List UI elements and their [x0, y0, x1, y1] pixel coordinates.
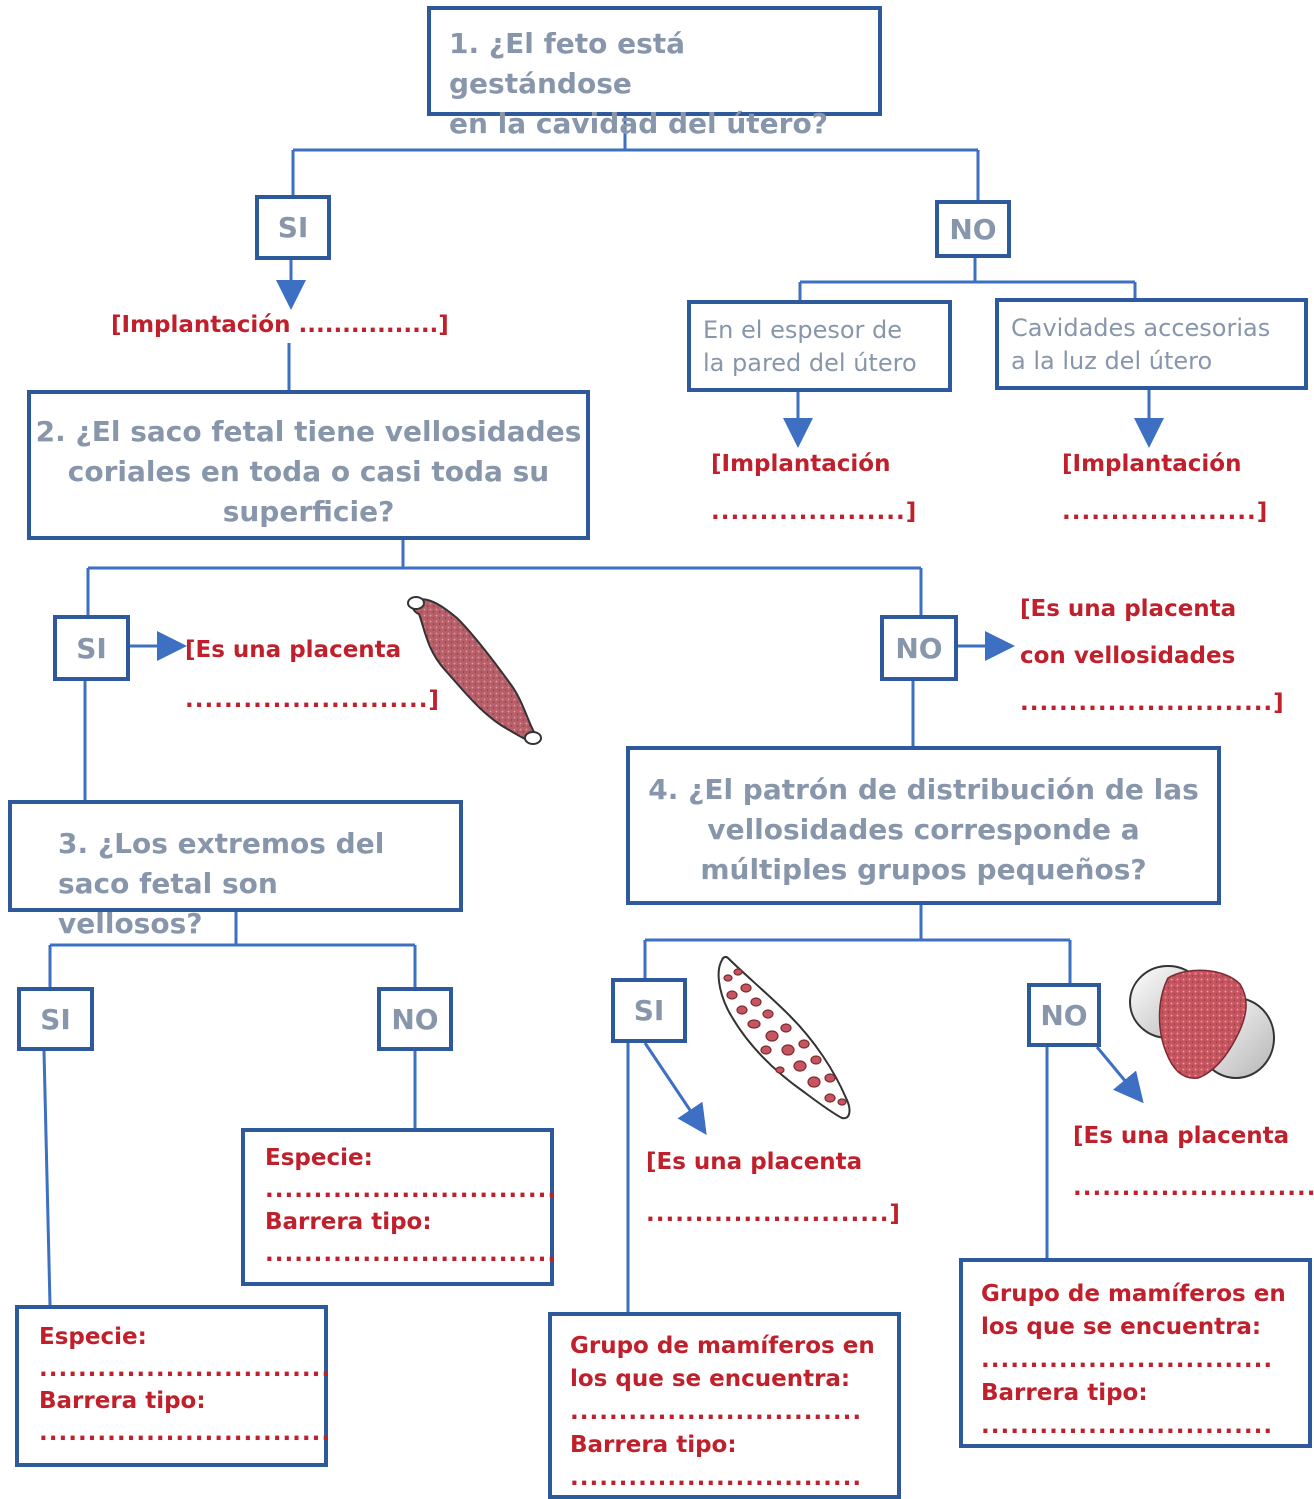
q1-no-box: NO — [935, 200, 1011, 258]
q2-no-box: NO — [880, 615, 958, 681]
fill-box-q4-no-group-dots: .............................. — [981, 1347, 1274, 1373]
q4-no-box: NO — [1027, 983, 1101, 1047]
diffuse-placenta-icon — [407, 596, 542, 745]
option-uterine-wall-line-1: En el espesor de — [703, 316, 903, 344]
q3-yes-box: SI — [17, 987, 94, 1051]
fill-box-q3-si-barrier-label: Barrera tipo: — [39, 1388, 206, 1414]
option-uterine-wall-line-2: la pared del útero — [703, 349, 917, 377]
implantation-answer-si: [Implantación ................] — [111, 312, 449, 338]
question-3-line-1: 3. ¿Los extremos del — [58, 827, 385, 860]
q3-no-box: NO — [377, 987, 453, 1051]
fill-box-q4-si-barrier-dots: .............................. — [570, 1465, 863, 1491]
question-3-box: 3. ¿Los extremos del saco fetal son vell… — [8, 800, 463, 940]
q4-yes-box: SI — [611, 978, 687, 1043]
question-2-box: 2. ¿El saco fetal tiene vellosidades cor… — [27, 390, 590, 540]
implantation-answer-wall-line-1: [Implantación — [711, 451, 891, 477]
fill-box-q3-no-species-dots: .............................. — [265, 1177, 558, 1203]
question-1-line-2: en la cavidad del útero? — [449, 107, 828, 140]
placenta-answer-q2-no: [Es una placenta con vellosidades ......… — [1020, 586, 1285, 727]
fill-box-q3-si-species-dots: .............................. — [39, 1356, 332, 1382]
fill-box-q4-no: Grupo de mamíferos en los que se encuent… — [959, 1258, 1312, 1448]
question-4-line-2: vellosidades corresponde a — [707, 813, 1140, 846]
question-2-line-2: coriales en toda o casi toda su — [67, 455, 550, 488]
placenta-answer-q2-no-line-2: con vellosidades — [1020, 643, 1236, 669]
fill-box-q4-no-barrier-dots: .............................. — [981, 1413, 1274, 1439]
fill-box-q4-no-group-label-1: Grupo de mamíferos en — [981, 1281, 1286, 1307]
placenta-answer-q4-si: [Es una placenta .......................… — [646, 1136, 901, 1240]
placenta-answer-q2-si-line-2: .........................] — [185, 687, 440, 713]
fill-box-q4-no-group-label-2: los que se encuentra: — [981, 1314, 1262, 1340]
placenta-answer-q4-si-line-2: .........................] — [646, 1201, 901, 1227]
implantation-answer-cavities-line-2: ....................] — [1062, 499, 1269, 525]
fill-box-q4-si-barrier-label: Barrera tipo: — [570, 1432, 737, 1458]
fill-box-q4-si-group-dots: .............................. — [570, 1399, 863, 1425]
implantation-answer-cavities-line-1: [Implantación — [1062, 451, 1242, 477]
option-accessory-cavities: Cavidades accesorias a la luz del útero — [995, 298, 1308, 390]
option-accessory-cavities-line-2: a la luz del útero — [1011, 347, 1213, 375]
q2-yes-box: SI — [53, 615, 130, 681]
fill-box-q4-si-group-label-1: Grupo de mamíferos en — [570, 1333, 875, 1359]
fill-box-q4-si-group-label-2: los que se encuentra: — [570, 1366, 851, 1392]
question-1-box: 1. ¿El feto está gestándose en la cavida… — [427, 6, 882, 140]
option-uterine-wall: En el espesor de la pared del útero — [687, 300, 952, 392]
placenta-answer-q2-si-line-1: [Es una placenta — [185, 637, 402, 663]
q1-yes-box: SI — [255, 195, 331, 260]
implantation-answer-wall-line-2: ....................] — [711, 499, 918, 525]
question-1-line-1: 1. ¿El feto está gestándose — [449, 27, 686, 100]
implantation-answer-wall: [Implantación ....................] — [711, 440, 917, 536]
placenta-answer-q4-no: [Es una placenta .......................… — [1073, 1110, 1314, 1214]
placenta-answer-q2-no-line-1: [Es una placenta — [1020, 596, 1237, 622]
placenta-answer-q2-no-line-3: ..........................] — [1020, 690, 1285, 716]
zonary-placenta-icon — [1129, 965, 1275, 1079]
option-accessory-cavities-line-1: Cavidades accesorias — [1011, 314, 1271, 342]
cotyledonary-placenta-icon — [717, 955, 851, 1120]
fill-box-q3-no-barrier-dots: .............................. — [265, 1241, 558, 1267]
fill-box-q3-si-species-label: Especie: — [39, 1324, 147, 1350]
fill-box-q3-no-barrier-label: Barrera tipo: — [265, 1209, 432, 1235]
fill-box-q4-no-barrier-label: Barrera tipo: — [981, 1380, 1148, 1406]
question-4-line-1: 4. ¿El patrón de distribución de las — [648, 773, 1199, 806]
placenta-answer-q4-no-line-2: ..........................] — [1073, 1175, 1314, 1201]
fill-box-q3-si-barrier-dots: .............................. — [39, 1420, 332, 1446]
fill-box-q3-si: Especie: .............................. … — [15, 1305, 332, 1467]
placenta-answer-q4-si-line-1: [Es una placenta — [646, 1149, 863, 1175]
fill-box-q4-si: Grupo de mamíferos en los que se encuent… — [548, 1312, 901, 1499]
placenta-answer-q4-no-line-1: [Es una placenta — [1073, 1123, 1290, 1149]
question-2-line-3: superficie? — [222, 495, 395, 528]
placenta-answer-q2-si: [Es una placenta .......................… — [185, 625, 440, 725]
implantation-answer-cavities: [Implantación ....................] — [1062, 440, 1268, 536]
fill-box-q3-no-species-label: Especie: — [265, 1145, 373, 1171]
fill-box-q3-no: Especie: .............................. … — [241, 1128, 558, 1286]
question-4-box: 4. ¿El patrón de distribución de las vel… — [626, 746, 1221, 905]
question-4-line-3: múltiples grupos pequeños? — [700, 853, 1147, 886]
question-2-line-1: 2. ¿El saco fetal tiene vellosidades — [35, 415, 582, 448]
question-3-line-2: saco fetal son vellosos? — [58, 867, 278, 940]
